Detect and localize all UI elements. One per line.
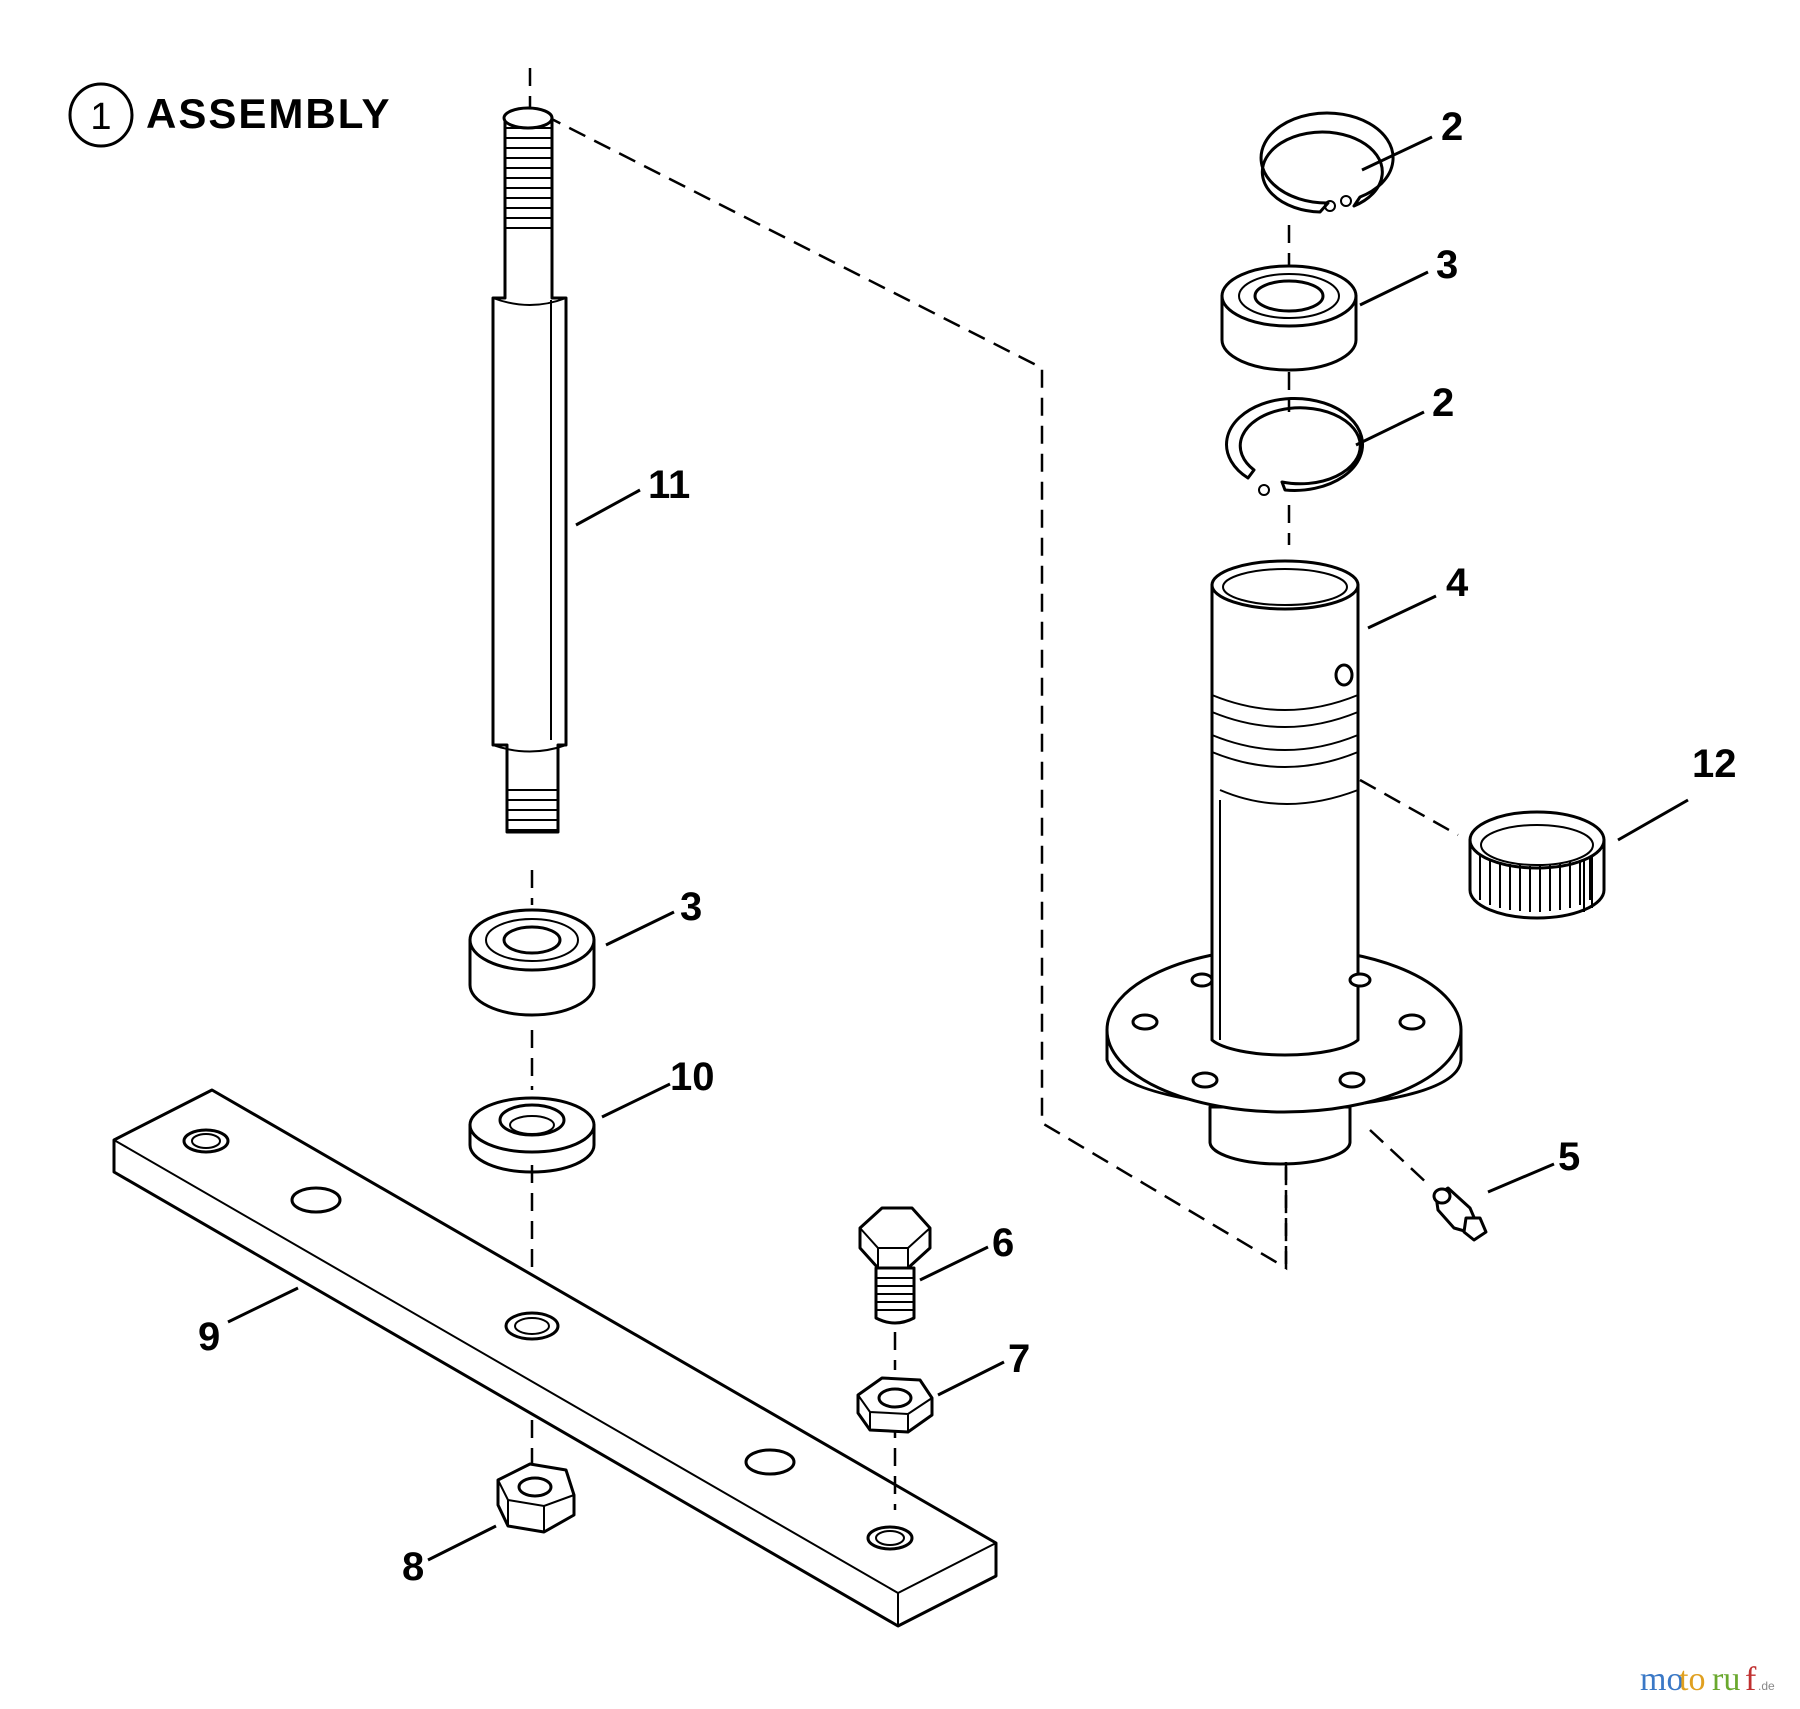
leader-10 [601, 1082, 671, 1119]
shaft [491, 106, 568, 834]
leader-9 [227, 1286, 299, 1324]
bolt [858, 1206, 932, 1325]
right-nut [856, 1376, 934, 1434]
leader-3-lower [605, 910, 675, 947]
lower-bearing [468, 908, 596, 1017]
callout-ring-top: 2 [1441, 105, 1463, 149]
grease-fitting [1432, 1186, 1488, 1242]
leader-3-top [1359, 270, 1429, 307]
leader-11 [575, 488, 641, 527]
needle-bearing [1468, 810, 1606, 920]
callout-bearing-lower: 3 [680, 885, 702, 929]
title-number: 1 [90, 96, 111, 138]
leader-12 [1617, 798, 1689, 842]
callout-spacer: 10 [670, 1055, 715, 1099]
leader-5 [1487, 1162, 1555, 1194]
leader-8 [427, 1524, 497, 1562]
watermark-part3: ru [1712, 1661, 1740, 1698]
leader-6 [919, 1245, 989, 1282]
callout-bearing-top: 3 [1436, 243, 1458, 287]
callout-shaft: 11 [648, 463, 690, 507]
assembly-title: 1 ASSEMBLY [68, 82, 392, 148]
needle-bearing-leader-dash [1359, 778, 1459, 837]
leader-2-top [1361, 135, 1433, 172]
spacer [468, 1096, 596, 1174]
left-nut [496, 1462, 576, 1534]
callout-needle-bearing: 12 [1692, 742, 1737, 786]
watermark-part4: f [1745, 1661, 1757, 1698]
middle-snap-ring [1225, 396, 1365, 496]
callout-ring-mid: 2 [1432, 381, 1454, 425]
title-text: ASSEMBLY [146, 90, 392, 137]
watermark: mo to ru f .de [1640, 1661, 1775, 1698]
leader-4 [1367, 594, 1437, 630]
title-circle [68, 82, 134, 148]
watermark-domain: .de [1758, 1679, 1775, 1693]
top-bearing [1220, 264, 1358, 372]
callout-nut-right: 7 [1008, 1337, 1030, 1381]
callout-nut-left: 8 [402, 1545, 424, 1589]
watermark-part2: to [1679, 1661, 1705, 1698]
callout-blade-bar: 9 [198, 1315, 220, 1359]
top-snap-ring [1259, 111, 1395, 214]
callout-grease-fitting: 5 [1558, 1135, 1580, 1179]
blade-bar [112, 1088, 998, 1628]
assembly-dashed-outline [528, 68, 1288, 1271]
leader-2-mid [1355, 410, 1425, 447]
housing [1105, 559, 1463, 1166]
callout-housing: 4 [1446, 561, 1469, 605]
callout-bolt: 6 [992, 1221, 1014, 1265]
grease-fitting-dash [1369, 1129, 1431, 1187]
leader-7 [937, 1360, 1005, 1397]
watermark-part1: mo [1640, 1661, 1683, 1698]
